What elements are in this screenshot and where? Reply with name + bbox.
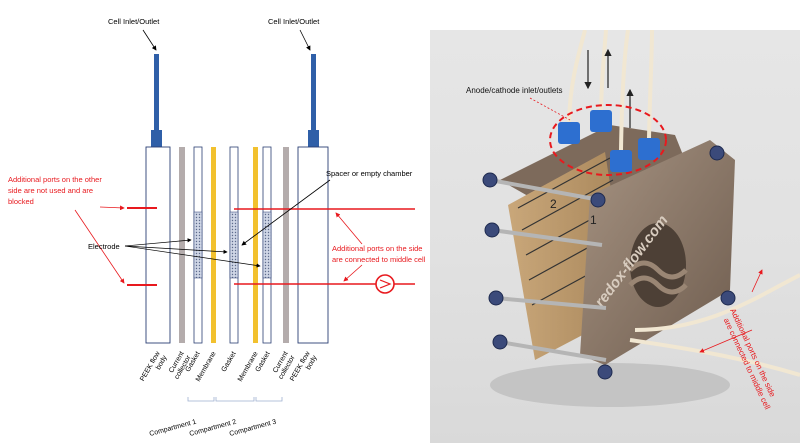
inlet-label-right: Cell Inlet/Outlet [268, 17, 320, 26]
anode-cathode-label: Anode/cathode inlet/outlets [466, 86, 563, 95]
plate-wave [628, 260, 688, 280]
cell-photo: redox-flow.com [430, 30, 800, 443]
port-number-1: 1 [590, 213, 597, 227]
compartment-bracket-2 [215, 397, 255, 402]
schematic-svg: Cell Inlet/Outlet Cell Inlet/Outlet Addi… [8, 17, 426, 438]
electrode-arrow-1 [124, 238, 192, 247]
layer-label-peek-right: PEEK flowbody [289, 350, 319, 387]
electrode-2 [229, 211, 239, 279]
note-middle-arrow-upper [335, 212, 363, 245]
cell-schematic: Cell Inlet/Outlet Cell Inlet/Outlet Addi… [8, 17, 426, 438]
inlet-tube-right [311, 54, 316, 132]
note-middle-arrow-lower [343, 264, 363, 282]
side-note-arrow-lower [699, 329, 753, 353]
note-unused-line3: blocked [8, 197, 34, 206]
spacer-arrow [241, 179, 331, 246]
electrode-1 [193, 211, 203, 279]
current-collector-right [283, 147, 289, 343]
anode-label-dotted [529, 97, 571, 121]
membrane-1 [211, 147, 216, 343]
photo-svg: redox-flow.com [466, 30, 800, 411]
device-shadow [490, 363, 730, 407]
inlet-fitting-right [308, 130, 319, 147]
plate-window [630, 223, 686, 307]
inlet-fitting-left [151, 130, 162, 147]
inlet-highlight [549, 104, 667, 176]
tie-rods [489, 178, 607, 362]
inlet-tube-left [154, 54, 159, 132]
layer-label-gasket-2: Gasket [221, 350, 238, 373]
pump-arrow [379, 279, 392, 289]
note-unused-line2: side are not used and are [8, 186, 93, 195]
flow-arrows [584, 48, 634, 128]
port-number-2: 2 [550, 197, 557, 211]
electrode-3 [262, 211, 272, 279]
plate-wave-2 [628, 275, 688, 295]
tubes [567, 30, 800, 377]
electrode-label: Electrode [88, 242, 120, 251]
port-caps [558, 110, 660, 172]
note-middle-line1: Additional ports on the side [332, 244, 422, 253]
inlet-arrow-right [299, 29, 311, 51]
compartment-bracket-3 [255, 397, 283, 402]
note-unused-arrow-upper [99, 205, 125, 211]
current-collector-left [179, 147, 185, 343]
bolts [482, 145, 736, 380]
layer-label-peek-left: PEEK flowbody [139, 350, 169, 387]
membrane-2 [253, 147, 258, 343]
spacer-label: Spacer or empty chamber [326, 169, 413, 178]
peek-body-left [145, 146, 171, 344]
electrode-arrow-3 [124, 245, 261, 268]
electrode-arrow-2 [124, 245, 228, 254]
inlet-arrow-left [142, 29, 157, 51]
note-unused-line1: Additional ports on the other [8, 175, 102, 184]
side-note-arrow-upper [751, 269, 763, 293]
layer-labels: PEEK flowbody Currentcollector Gasket Me… [139, 350, 319, 387]
note-middle-line2: are connected to middle cell [332, 255, 426, 264]
inlet-label-left: Cell Inlet/Outlet [108, 17, 160, 26]
compartment-bracket-1 [187, 397, 215, 402]
pump-symbol [375, 274, 395, 294]
peek-body-right [297, 146, 329, 344]
note-unused-arrow-lower [74, 209, 125, 284]
